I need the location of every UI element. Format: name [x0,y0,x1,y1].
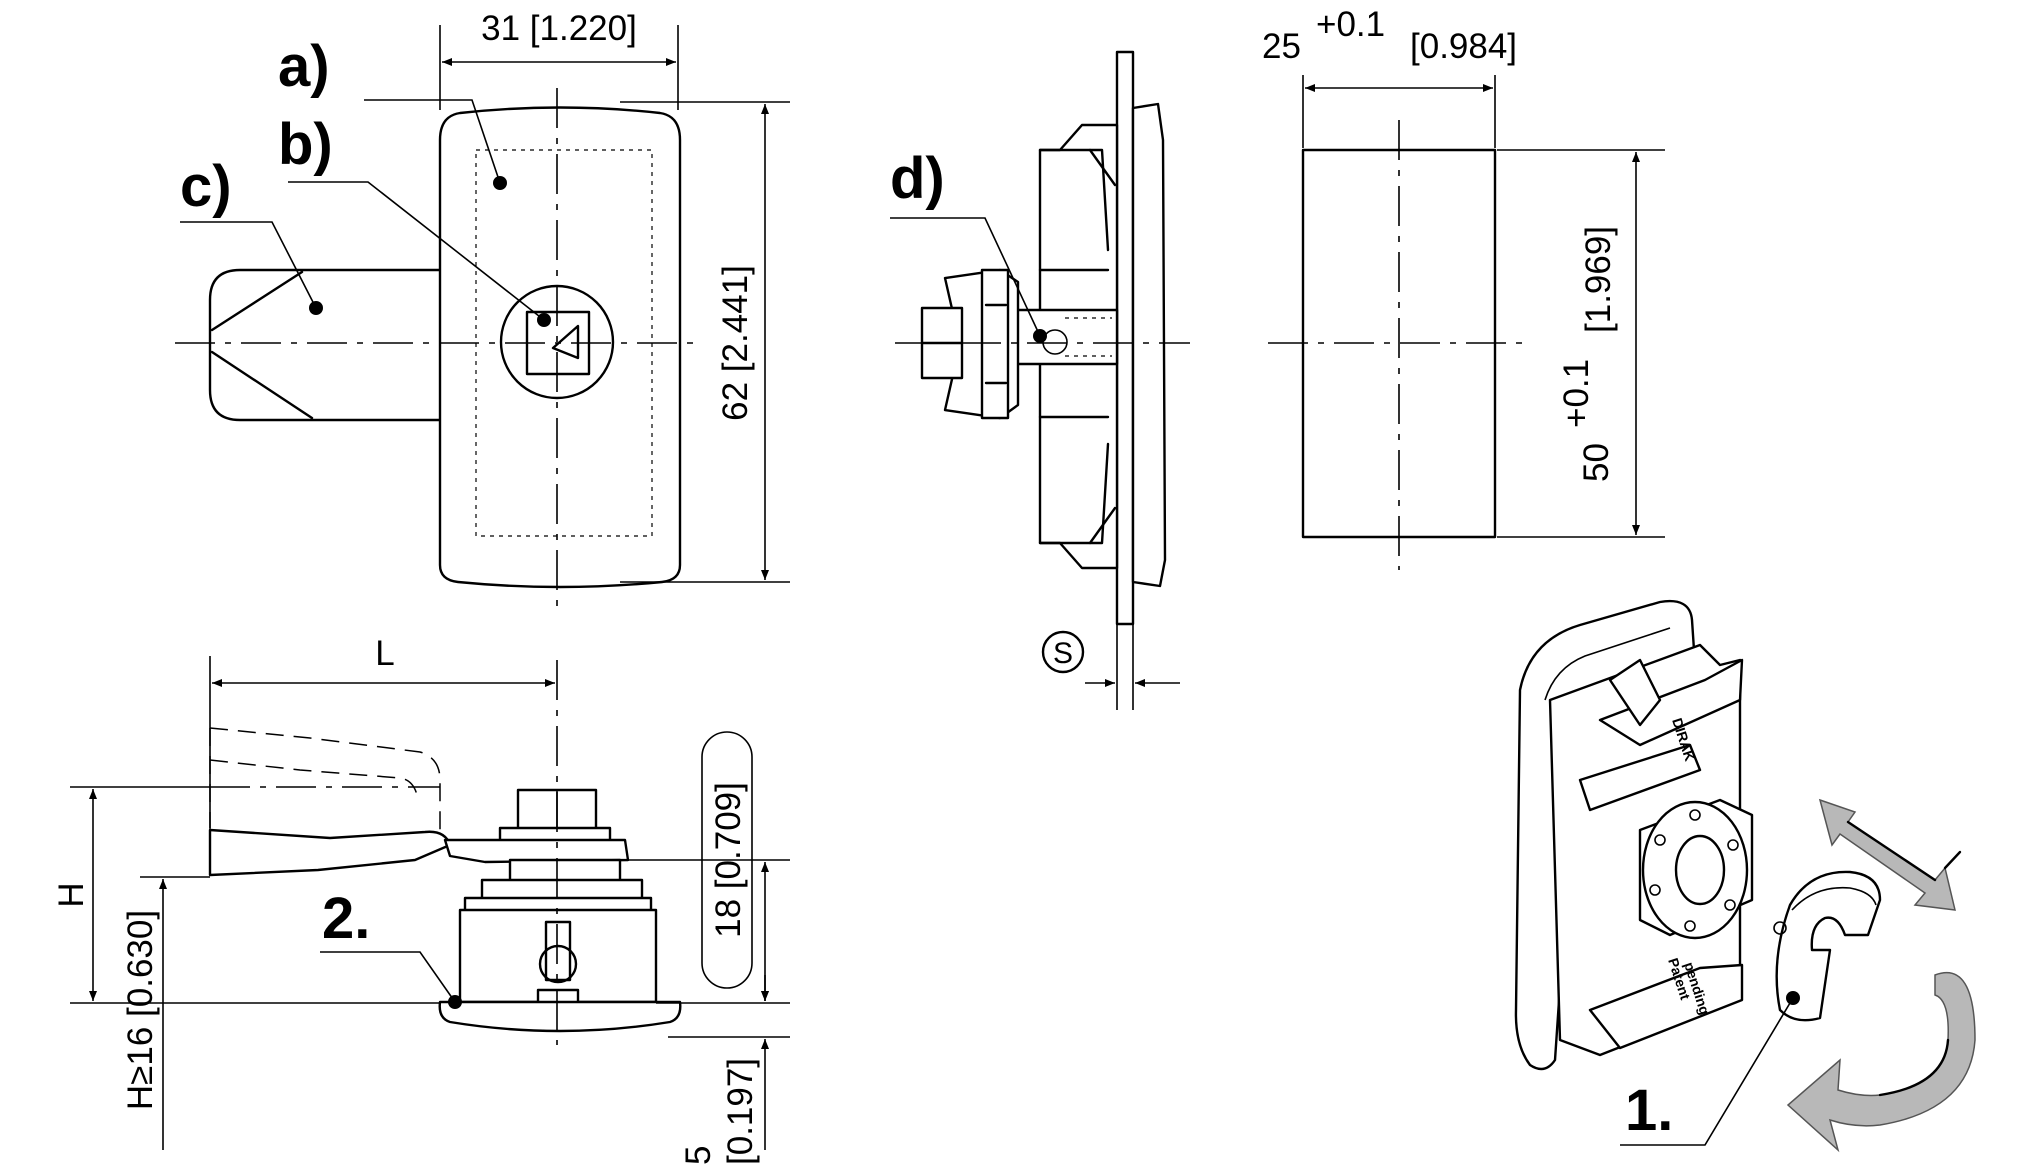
lever-body [208,268,442,422]
dim-50-base: 50 [1577,443,1616,482]
label-a: a) [278,34,330,99]
housing-top-wall [1088,148,1110,252]
lever-bevel-top [210,270,304,332]
rotate-arrow-upper-stroke-2 [1943,850,1962,870]
cam-plate [443,838,630,864]
key-triangle-icon [551,324,580,360]
iso-bezel-inner [1544,627,1671,701]
iso-bolt-2 [1727,839,1739,851]
key-ring [538,944,578,984]
front-view: 31 [1.220] 62 [2.441] a) b) c) [175,9,790,608]
leader-b [288,181,545,321]
leader-d [890,217,1041,337]
s-symbol-text: S [1053,637,1073,670]
nut [980,268,1010,420]
spindle-block [508,858,622,884]
iso-split-ring-pin [1773,921,1787,935]
spindle [1008,308,1119,366]
label-step-1: 1. [1625,1078,1673,1143]
iso-middle-rib [1578,743,1702,812]
leader-step-1 [1620,997,1794,1146]
leader-d-dot [1033,329,1047,343]
iso-bottom-flap [1588,963,1744,1050]
base-flange [438,1000,682,1033]
iso-bolt-3 [1724,899,1736,911]
dim-L-text: L [375,634,394,673]
leader-step-1-dot [1786,991,1800,1005]
bottom-view: L H H≥16 [0.630] 18 [0.709] 5 [0.197] 2. [52,634,790,1165]
leader-c-dot [309,301,323,315]
dim-H-text: H [52,882,91,907]
iso-bolt-5 [1649,884,1661,896]
s-symbol-circle [1041,630,1085,674]
dim-18-text: 18 [0.709] [709,782,748,938]
lever-side [208,828,452,877]
bezel [1131,102,1167,588]
phantom-lever-2 [209,759,419,801]
leader-step-2 [320,951,456,1003]
dim-50-inch: [1.969] [1579,226,1618,333]
rotate-arrow-lower-stroke [1878,1038,1950,1097]
dim-5-inch: [0.197] [721,1058,760,1165]
dim-18-box [701,731,753,989]
dim-50-tol: +0.1 [1557,359,1596,428]
iso-bolt-1 [1689,809,1701,821]
side-view: d) S [890,50,1190,710]
lever-bevel-bottom [210,350,314,420]
leader-a [364,99,501,184]
iso-top-flap-wedge [1608,658,1662,727]
dim-25-inch: [0.984] [1410,27,1517,66]
leader-step-2-dot [448,995,462,1009]
iso-split-ring [1775,870,1882,1022]
label-c: c) [180,154,232,219]
rotate-arrow-upper-stroke-1 [1846,820,1937,882]
phantom-lever [209,727,441,830]
rotate-arrow-upper [1818,798,1956,911]
iso-split-ring-top [1791,886,1877,911]
iso-top-flap [1598,658,1744,747]
label-step-2: 2. [322,886,370,951]
iso-bolt-4 [1684,920,1696,932]
dim-31-text: 31 [1.220] [481,9,637,48]
dim-62-text: 62 [2.441] [716,265,755,421]
key-slot [544,920,572,982]
leader-a-dot [493,176,507,190]
leader-c [180,221,317,309]
dim-25-base: 25 [1262,27,1301,66]
isometric-view: DIRAK Patent pending 1. [1514,599,1976,1153]
panel-sheet [1115,50,1135,626]
label-d: d) [890,146,945,211]
panel-cutout-view: 25 +0.1 [0.984] 50 +0.1 [1.969] [1262,5,1665,570]
iso-bolt-6 [1654,834,1666,846]
leader-b-dot [537,313,551,327]
label-b: b) [278,112,333,177]
dim-h16-text: H≥16 [0.630] [121,910,160,1110]
dim-5-mm: 5 [679,1146,718,1165]
iso-ring-inner [1674,834,1726,906]
housing-bottom-wall [1088,442,1110,545]
dim-25-tol: +0.1 [1316,5,1385,44]
